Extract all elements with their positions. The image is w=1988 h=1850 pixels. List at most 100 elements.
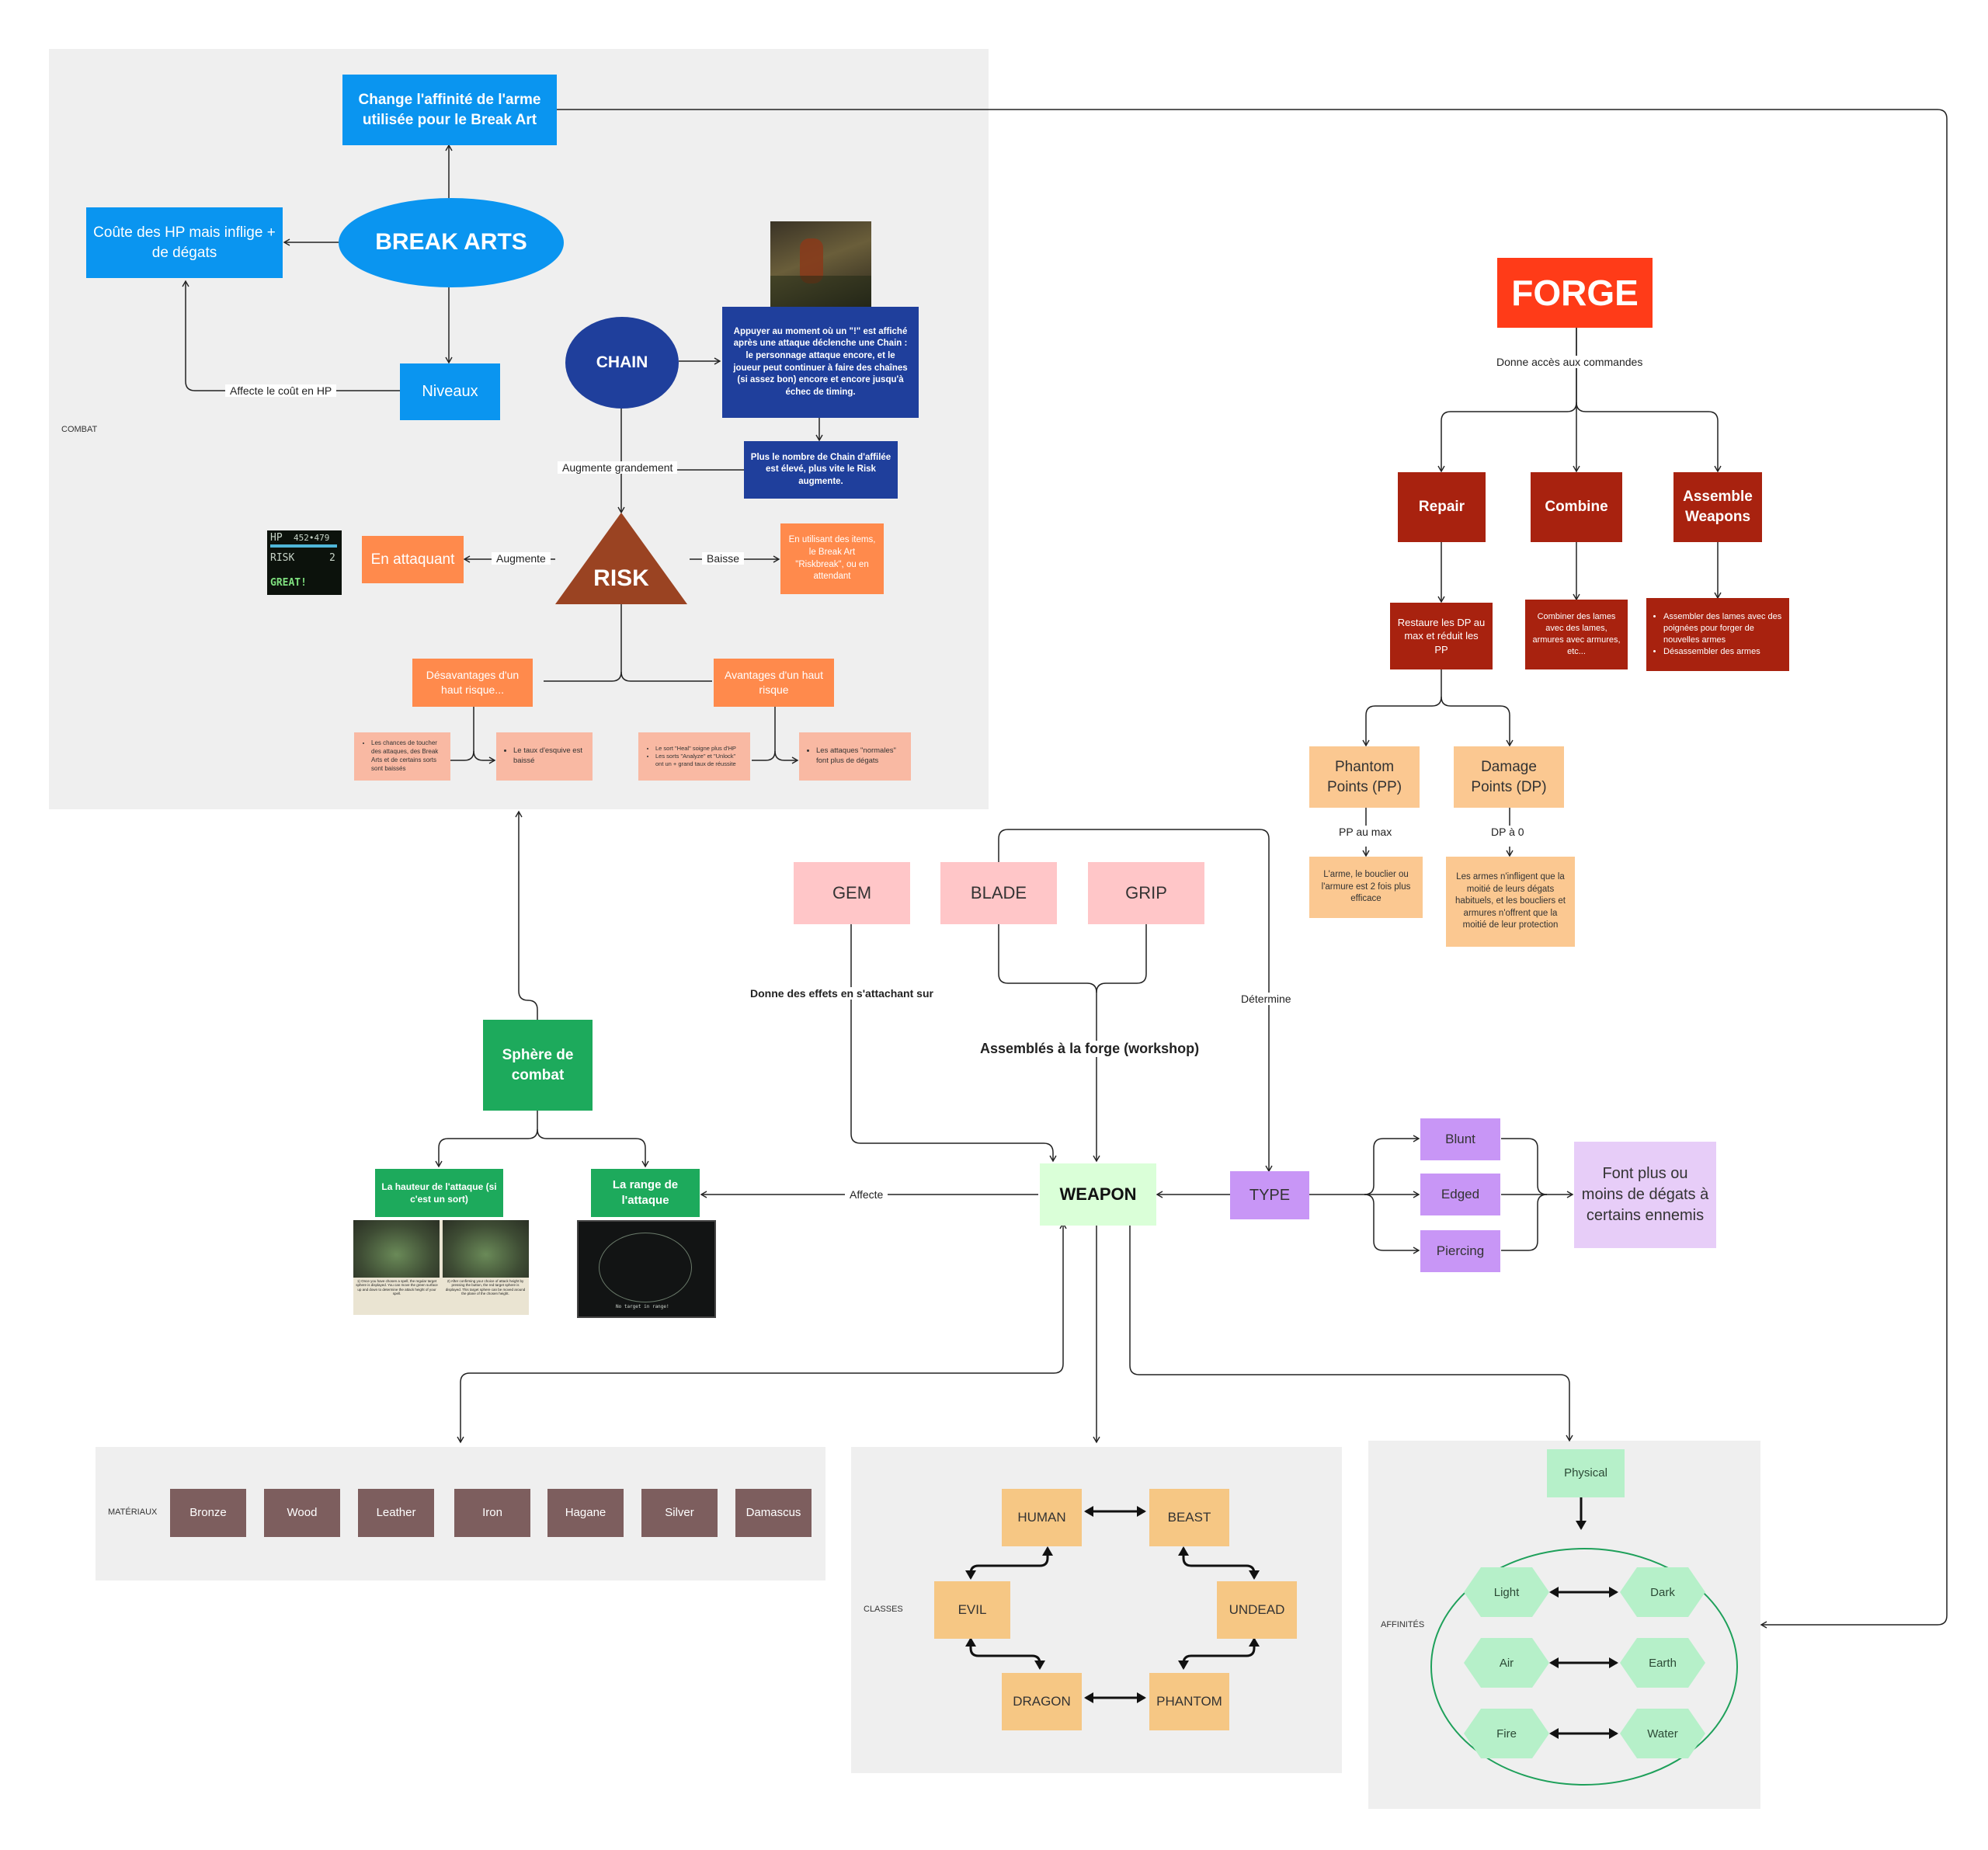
attack-range-screenshot: No target in range! (577, 1220, 716, 1318)
height-shot-caption-1: 1) Once you have chosen a spell, the reg… (356, 1279, 438, 1296)
advantage-attacks-note: Les attaques "normales" font plus de dég… (799, 732, 911, 781)
assemble-weapons-box: Assemble Weapons (1673, 472, 1762, 542)
blunt-box: Blunt (1420, 1118, 1500, 1160)
affinity-light-label: Light (1493, 1585, 1520, 1599)
chain-risk-box: Plus le nombre de Chain d'affilée est él… (744, 441, 898, 499)
range-shot-sphere (599, 1233, 692, 1302)
material-bronze: Bronze (170, 1489, 246, 1537)
risk-triangle-shape (555, 513, 687, 604)
disadvantage-dodge-text: Le taux d'esquive est baissé (513, 746, 586, 767)
chain-screenshot (770, 221, 871, 307)
combine-description-box: Combiner des lames avec des lames, armur… (1525, 600, 1628, 669)
affinities-ellipse (1430, 1548, 1738, 1786)
pp-effect-box: L'arme, le bouclier ou l'armure est 2 fo… (1309, 857, 1423, 918)
affinity-earth-label: Earth (1649, 1656, 1677, 1670)
grip-box: GRIP (1088, 862, 1204, 924)
affinity-physical: Physical (1547, 1449, 1625, 1497)
disassemble-text: Désassembler des armes (1663, 646, 1783, 658)
increases-label: Augmente (492, 552, 551, 565)
affinity-fire: Fire (1464, 1709, 1549, 1758)
affinity-air-label: Air (1499, 1656, 1514, 1670)
greatly-increases-label: Augmente grandement (558, 461, 678, 474)
piercing-box: Piercing (1420, 1230, 1500, 1272)
advantages-box: Avantages d'un haut risque (714, 659, 834, 707)
affinity-dark-label: Dark (1650, 1585, 1675, 1599)
disadvantage-accuracy-text: Les chances de toucher des attaques, des… (371, 739, 444, 773)
class-undead: UNDEAD (1217, 1581, 1297, 1639)
forge-title: FORGE (1497, 258, 1653, 328)
assembled-label: Assemblés à la forge (workshop) (975, 1041, 1204, 1057)
type-box: TYPE (1230, 1171, 1309, 1219)
risk-hud-screenshot: HP 452•479 RISK 2 GREAT! (267, 530, 342, 595)
hp-cost-box: Coûte des HP mais inflige + de dégats (86, 207, 283, 278)
decreases-label: Baisse (702, 552, 745, 565)
combat-sphere-box: Sphère de combat (483, 1020, 593, 1111)
class-beast: BEAST (1149, 1489, 1229, 1546)
affinity-fire-label: Fire (1496, 1727, 1517, 1740)
weapon-node: WEAPON (1040, 1163, 1156, 1226)
assemble-forge-text: Assembler des lames avec des poignées po… (1663, 611, 1783, 646)
edged-box: Edged (1420, 1174, 1500, 1215)
hud-risk-value: 2 (329, 552, 335, 564)
material-damascus: Damascus (735, 1489, 812, 1537)
disadvantages-box: Désavantages d'un haut risque... (412, 659, 533, 707)
classes-section-label: CLASSES (864, 1605, 903, 1614)
blade-box: BLADE (940, 862, 1057, 924)
affinity-water: Water (1620, 1709, 1705, 1758)
change-affinity-box: Change l'affinité de l'arme utilisée pou… (342, 75, 557, 145)
repair-description-box: Restaure les DP au max et réduit les PP (1390, 603, 1493, 669)
dp-effect-box: Les armes n'infligent que la moitié de l… (1446, 857, 1575, 947)
dp-zero-label: DP à 0 (1486, 826, 1529, 838)
hud-great-text: GREAT! (270, 577, 307, 589)
height-shot-caption-2: 2) After confirming your choice of attac… (445, 1279, 526, 1296)
material-silver: Silver (641, 1489, 718, 1537)
combat-section-label: COMBAT (61, 425, 98, 434)
break-arts-node: BREAK ARTS (339, 198, 564, 287)
affinities-section-label: AFFINITÉS (1381, 1620, 1425, 1629)
attack-height-screenshot: 1) Once you have chosen a spell, the reg… (353, 1220, 529, 1315)
hud-hp-bar (270, 544, 337, 548)
levels-box: Niveaux (400, 363, 500, 420)
combine-box: Combine (1531, 472, 1622, 542)
class-evil: EVIL (934, 1581, 1010, 1639)
pp-max-label: PP au max (1334, 826, 1397, 838)
phantom-points-box: Phantom Points (PP) (1309, 746, 1420, 808)
disadvantage-dodge-note: Le taux d'esquive est baissé (496, 732, 593, 781)
material-iron: Iron (454, 1489, 530, 1537)
riskbreak-box: En utilisant des items, le Break Art "Ri… (780, 523, 884, 594)
damage-vs-enemies-box: Font plus ou moins de dégats à certains … (1574, 1142, 1716, 1248)
hud-risk-label: RISK (270, 552, 295, 564)
hud-hp-value: 452•479 (294, 533, 330, 543)
chain-node: CHAIN (565, 317, 679, 409)
affinity-water-label: Water (1647, 1727, 1678, 1740)
class-phantom: PHANTOM (1149, 1673, 1229, 1730)
chain-description-box: Appuyer au moment où un "!" est affiché … (722, 307, 919, 418)
height-shot-left (353, 1220, 440, 1278)
advantage-attacks-text: Les attaques "normales" font plus de dég… (816, 746, 905, 767)
advantage-analyze-text: Les sorts "Analyze" et "Unlock" ont un +… (655, 753, 744, 768)
forge-access-label: Donne accès aux commandes (1492, 356, 1648, 368)
determines-label: Détermine (1236, 993, 1296, 1005)
attack-range-box: La range de l'attaque (591, 1169, 700, 1217)
material-hagane: Hagane (547, 1489, 624, 1537)
risk-label: RISK (593, 565, 649, 591)
attacking-box: En attaquant (362, 536, 464, 583)
advantage-heal-text: Le sort "Heal" soigne plus d'HP (655, 745, 744, 753)
hud-hp-label: HP (270, 532, 283, 544)
gem-effect-label: Donne des effets en s'attachant sur (746, 987, 938, 1000)
range-shot-text: No target in range! (616, 1304, 669, 1309)
repair-box: Repair (1398, 472, 1486, 542)
affects-label: Affecte (845, 1188, 888, 1201)
advantage-spells-note: Le sort "Heal" soigne plus d'HP Les sort… (638, 732, 750, 781)
chain-screenshot-ground (770, 276, 871, 307)
material-wood: Wood (264, 1489, 340, 1537)
materials-section-label: MATÉRIAUX (108, 1507, 158, 1517)
affinity-light: Light (1464, 1567, 1549, 1617)
disadvantage-accuracy-note: Les chances de toucher des attaques, des… (354, 732, 450, 781)
height-shot-right (443, 1220, 529, 1278)
damage-points-box: Damage Points (DP) (1454, 746, 1564, 808)
affinity-dark: Dark (1620, 1567, 1705, 1617)
gem-box: GEM (794, 862, 910, 924)
attack-height-box: La hauteur de l'attaque (si c'est un sor… (375, 1169, 503, 1217)
